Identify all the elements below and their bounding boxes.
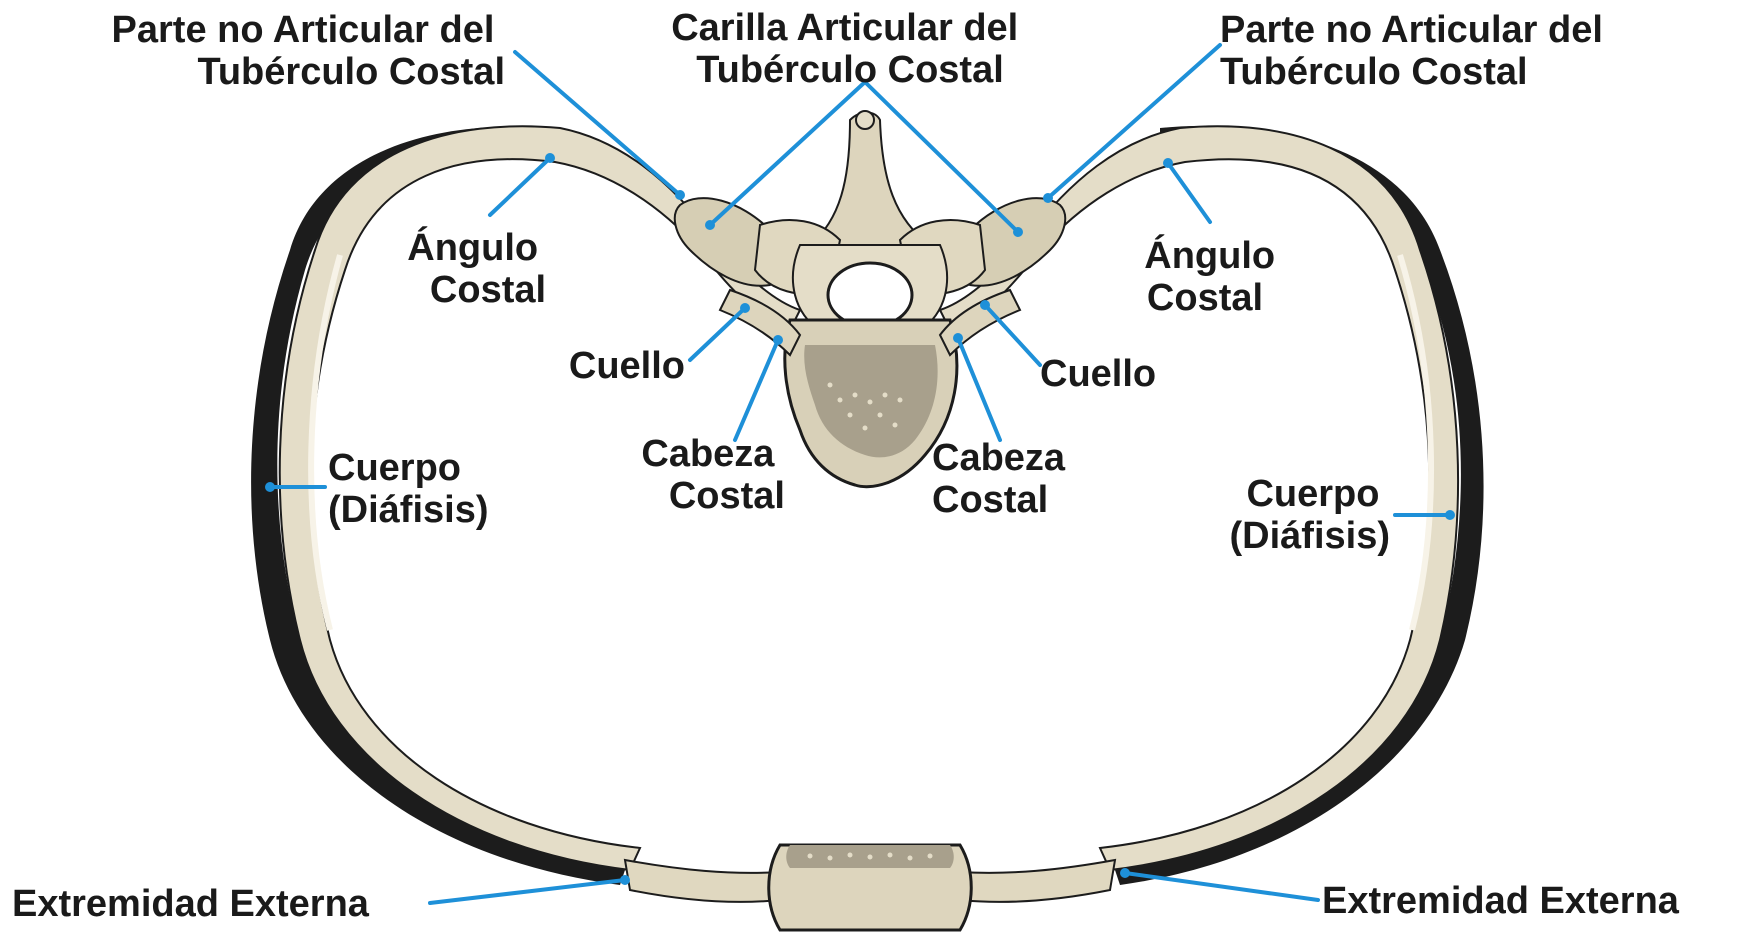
spinous-tip xyxy=(856,111,874,129)
label-cuerpo-left: Cuerpo (Diáfisis) xyxy=(328,447,488,531)
label-parte-no-articular-left: Parte no Articular del Tubérculo Costal xyxy=(112,9,505,93)
label-angulo-left: Ángulo Costal xyxy=(407,225,548,311)
vertebral-canal xyxy=(828,263,912,327)
spinous-process xyxy=(810,113,930,246)
label-angulo-right: Ángulo Costal xyxy=(1144,233,1285,319)
label-carilla-articular: Carilla Articular del Tubérculo Costal xyxy=(671,7,1029,91)
left-costal-cartilage xyxy=(625,860,780,902)
label-cabeza-left: Cabeza Costal xyxy=(641,433,785,517)
label-cabeza-right: Cabeza Costal xyxy=(932,437,1076,521)
label-cuello-left: Cuello xyxy=(569,345,685,387)
label-cuello-right: Cuello xyxy=(1040,353,1156,395)
right-costal-cartilage xyxy=(960,860,1115,902)
label-extremidad-right: Extremidad Externa xyxy=(1322,880,1680,922)
label-parte-no-articular-right: Parte no Articular del Tubérculo Costal xyxy=(1220,9,1613,93)
label-cuerpo-right: Cuerpo (Diáfisis) xyxy=(1230,473,1390,557)
label-extremidad-left: Extremidad Externa xyxy=(12,883,370,925)
